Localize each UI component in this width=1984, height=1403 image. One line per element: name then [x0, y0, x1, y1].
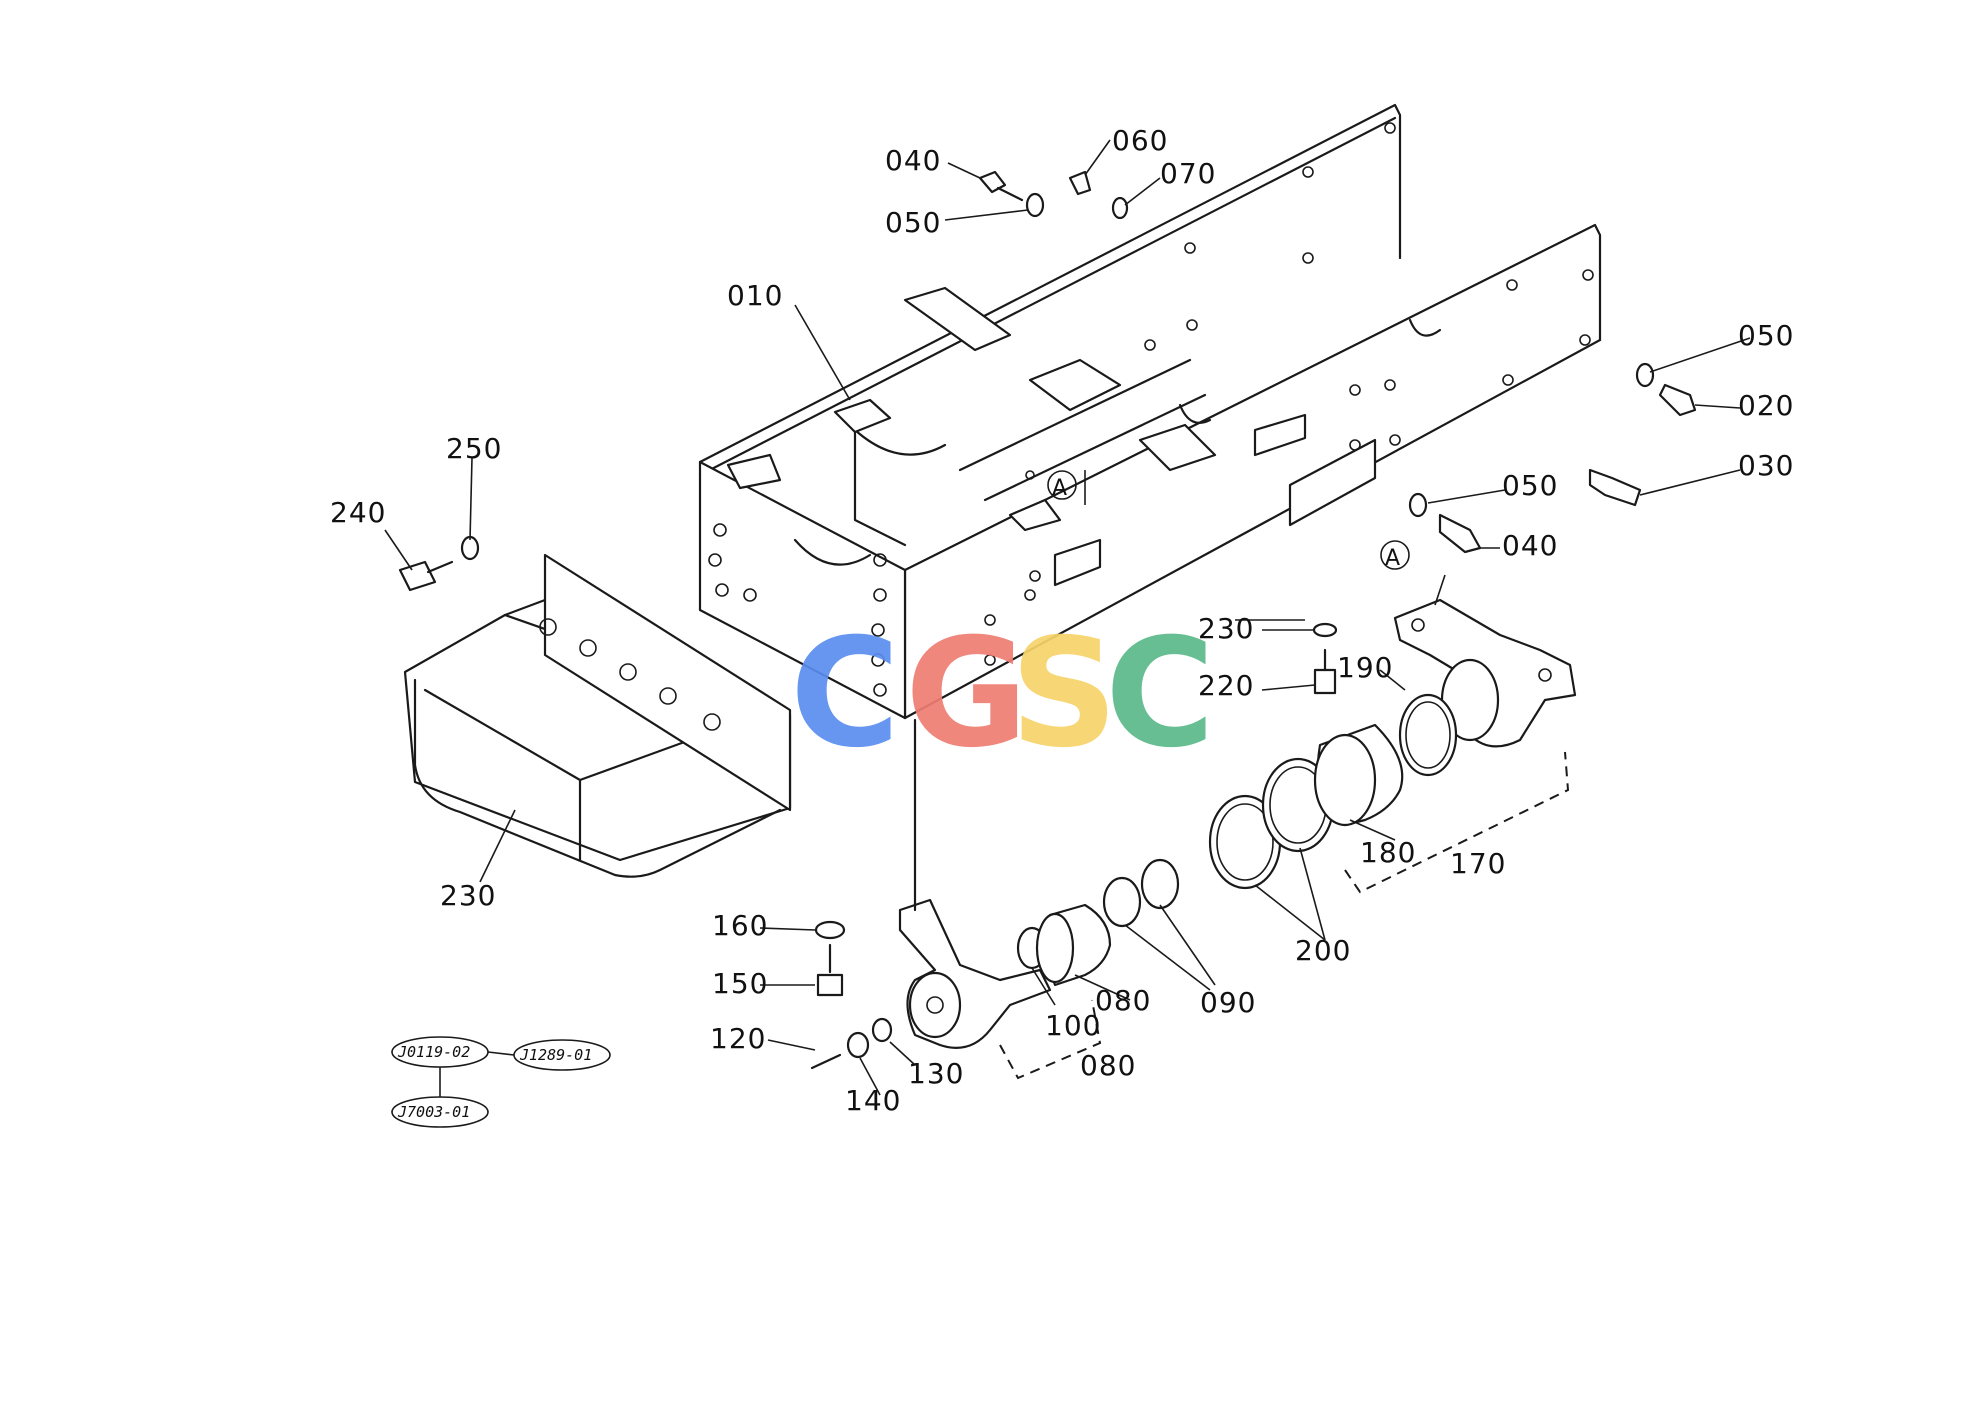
ref-j7003-01: J7003-01 — [397, 1103, 470, 1121]
label-190: 190 — [1337, 651, 1393, 684]
leader-lines — [384, 139, 1751, 1096]
label-070: 070 — [1160, 157, 1216, 190]
label-020: 020 — [1738, 389, 1794, 422]
svg-text:A: A — [1385, 546, 1401, 571]
group-bracket-080 — [999, 999, 1102, 1080]
label-040: 040 — [885, 144, 941, 177]
front-axle-bracket-080 — [898, 718, 1052, 1049]
label-200: 200 — [1295, 934, 1351, 967]
label-050: 050 — [1738, 319, 1794, 352]
group-bracket-170 — [1344, 751, 1570, 894]
frame-assembly — [698, 103, 1602, 720]
label-140: 140 — [845, 1084, 901, 1117]
watermark-letter-4: C — [1105, 607, 1215, 781]
label-210: 220 — [1198, 669, 1254, 702]
marker-a-2: A — [1380, 540, 1410, 571]
label-220: 230 — [1198, 612, 1254, 645]
label-180: 180 — [1360, 836, 1416, 869]
label-030: 030 — [1738, 449, 1794, 482]
label-050: 050 — [885, 206, 941, 239]
label-130: 130 — [908, 1057, 964, 1090]
label-050: 050 — [1502, 469, 1558, 502]
watermark-letter-2: G — [905, 607, 1028, 781]
bushings — [1016, 693, 1458, 987]
label-160: 160 — [712, 909, 768, 942]
label-120: 120 — [710, 1022, 766, 1055]
svg-text:A: A — [1052, 476, 1068, 501]
watermark-letter-1: C — [790, 607, 900, 781]
rear-axle-bracket-170 — [1393, 598, 1577, 748]
front-bumper-230 — [403, 553, 792, 878]
label-250: 250 — [446, 432, 502, 465]
marker-a-1: A — [1047, 470, 1077, 501]
label-150: 150 — [712, 967, 768, 1000]
reference-balloons: J0119-02 J1289-01 J7003-01 — [391, 1036, 611, 1128]
label-090: 080 — [1095, 984, 1151, 1017]
label-110: 090 — [1200, 986, 1256, 1019]
label-240: 240 — [330, 496, 386, 529]
watermark-letter-3: S — [1010, 607, 1118, 781]
bolts — [398, 170, 1697, 1070]
watermark: C G S C — [790, 607, 1215, 781]
label-060: 060 — [1112, 124, 1168, 157]
ref-j1289-01: J1289-01 — [519, 1046, 592, 1064]
label-040: 040 — [1502, 529, 1558, 562]
part-labels: 040 060 070 050 010 050 020 030 050 040 … — [330, 124, 1794, 1117]
label-170: 170 — [1450, 847, 1506, 880]
ref-j0119-02: J0119-02 — [397, 1043, 470, 1061]
label-010: 010 — [727, 279, 783, 312]
